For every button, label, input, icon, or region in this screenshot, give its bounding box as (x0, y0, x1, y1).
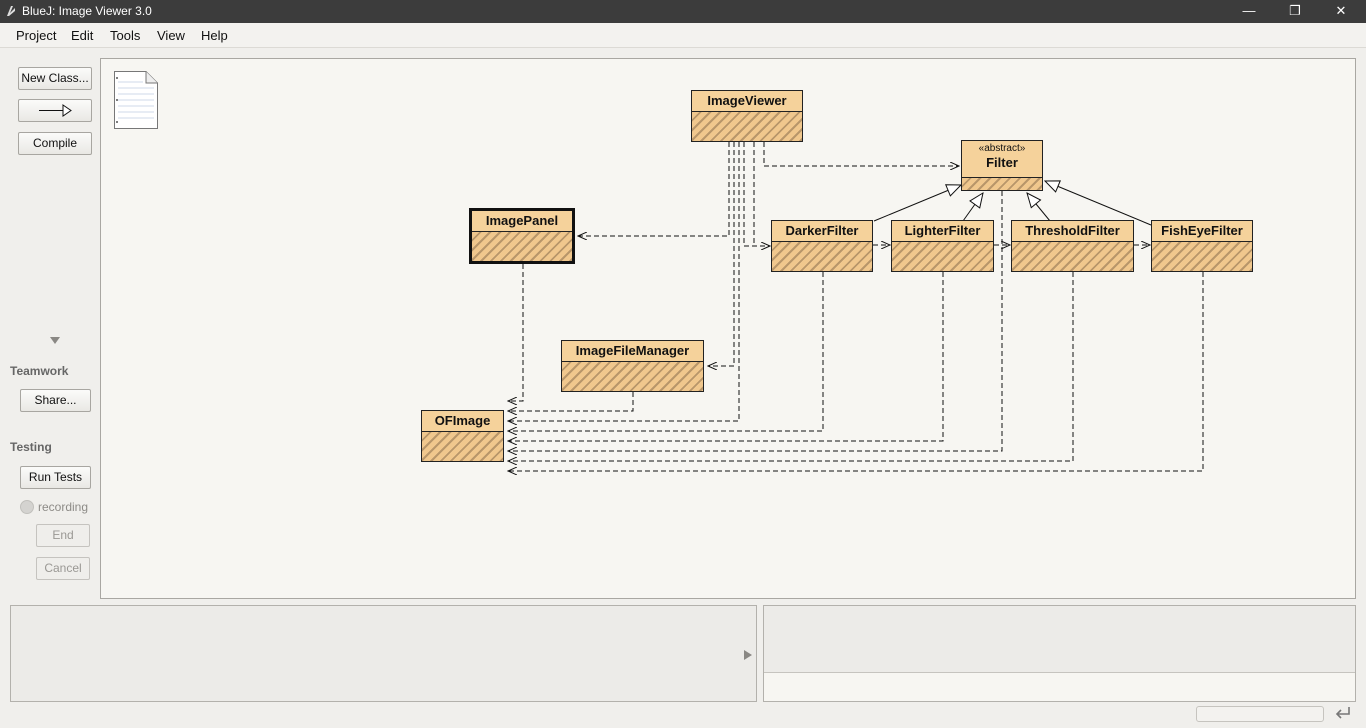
class-name: DarkerFilter (772, 221, 872, 242)
codepad-area[interactable] (764, 672, 1355, 701)
class-filter[interactable]: «abstract» Filter (961, 140, 1043, 191)
status-field (1196, 706, 1324, 722)
class-name: FishEyeFilter (1152, 221, 1252, 242)
window-title: BlueJ: Image Viewer 3.0 (22, 4, 152, 18)
expand-triangle-icon[interactable] (743, 649, 753, 661)
close-button[interactable]: ✕ (1335, 3, 1347, 18)
class-imagepanel[interactable]: ImagePanel (469, 208, 575, 264)
teamwork-label: Teamwork (10, 364, 69, 378)
minimize-button[interactable]: — (1242, 3, 1256, 18)
class-imagefilemanager[interactable]: ImageFileManager (561, 340, 704, 392)
menu-tools[interactable]: Tools (110, 28, 141, 43)
class-name: ImagePanel (472, 211, 572, 232)
title-bar: BlueJ: Image Viewer 3.0 — ❐ ✕ (0, 0, 1366, 23)
class-diagram-canvas[interactable]: ImageViewer «abstract» Filter ImagePanel… (100, 58, 1356, 599)
class-thresholdfilter[interactable]: ThresholdFilter (1011, 220, 1134, 272)
class-darkerfilter[interactable]: DarkerFilter (771, 220, 873, 272)
class-name: ImageViewer (692, 91, 802, 112)
class-name: ImageFileManager (562, 341, 703, 362)
run-tests-button[interactable]: Run Tests (20, 466, 91, 489)
menu-help[interactable]: Help (201, 28, 228, 43)
menu-view[interactable]: View (157, 28, 185, 43)
recording-indicator-icon (20, 500, 34, 514)
maximize-button[interactable]: ❐ (1289, 3, 1301, 18)
readme-note-icon[interactable] (113, 70, 159, 130)
compile-button[interactable]: Compile (18, 132, 92, 155)
stereotype-label: «abstract» (978, 143, 1026, 154)
testing-label: Testing (10, 440, 52, 454)
menu-bar: Project Edit Tools View Help (0, 23, 1366, 48)
new-class-button[interactable]: New Class... (18, 67, 92, 90)
collapse-triangle-icon[interactable] (49, 336, 61, 346)
recording-label: recording (38, 500, 89, 514)
menu-edit[interactable]: Edit (71, 28, 94, 43)
share-button[interactable]: Share... (20, 389, 91, 412)
new-arrow-button[interactable] (18, 99, 92, 122)
object-bench (763, 605, 1356, 702)
menu-project[interactable]: Project (16, 28, 57, 43)
inheritance-arrow-icon (39, 104, 72, 117)
class-ofimage[interactable]: OFImage (421, 410, 504, 462)
class-imageviewer[interactable]: ImageViewer (691, 90, 803, 142)
class-lighterfilter[interactable]: LighterFilter (891, 220, 994, 272)
end-button[interactable]: End (36, 524, 90, 547)
bluej-app-icon (7, 6, 15, 16)
class-name: Filter (986, 155, 1018, 170)
class-name: LighterFilter (892, 221, 993, 242)
message-panel (10, 605, 757, 702)
return-arrow-icon[interactable] (1334, 704, 1352, 722)
cancel-button[interactable]: Cancel (36, 557, 90, 580)
class-name: ThresholdFilter (1012, 221, 1133, 242)
class-fisheyefilter[interactable]: FishEyeFilter (1151, 220, 1253, 272)
class-name: OFImage (422, 411, 503, 432)
dependency-arrows (101, 142, 1204, 600)
